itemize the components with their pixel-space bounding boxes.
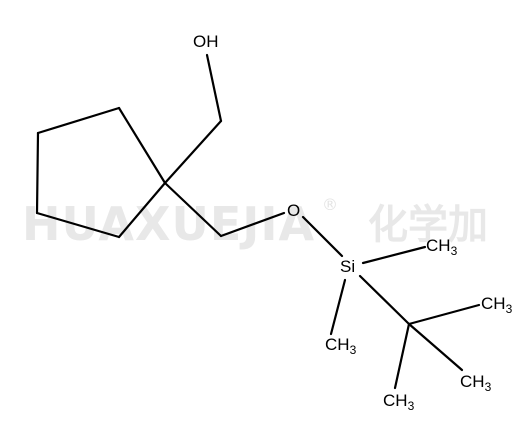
hydroxyl-label: OH <box>193 32 219 51</box>
ring-bond-4 <box>35 211 121 239</box>
bond-tbu-methyl-bottom <box>393 322 411 390</box>
ring-bond-5 <box>117 181 167 239</box>
methyl-si-bottom-label: CH3 <box>325 335 357 357</box>
methyl-tbu-bottom-label: CH3 <box>383 391 415 413</box>
bond-tbu-methyl-top <box>407 303 481 326</box>
silicon-label: Si <box>340 257 355 276</box>
bonds <box>35 53 481 390</box>
bond-ring-ch2oh <box>163 119 223 185</box>
watermark-chinese: 化学加 <box>368 202 488 248</box>
watermark-registered: ® <box>322 195 338 214</box>
ether-oxygen-label: O <box>287 201 300 220</box>
bond-si-tbu <box>358 274 411 326</box>
bond-o-si <box>301 215 344 258</box>
watermark-latin: HUAXUEJIA <box>22 197 315 251</box>
bond-ring-ch2o <box>163 181 223 238</box>
methyl-si-right-label: CH3 <box>426 236 458 258</box>
ring-bond-2 <box>36 106 121 135</box>
atom-labels: OH O Si CH3 CH3 CH3 CH3 CH3 <box>193 32 513 413</box>
bond-tbu-methyl-right <box>407 322 464 372</box>
ring-bond-1 <box>117 106 167 185</box>
bond-si-methyl-right <box>361 245 427 265</box>
ring-bond-3 <box>35 131 40 215</box>
bond-ch2-o <box>219 211 286 238</box>
bond-ch2-oh <box>205 53 223 123</box>
methyl-tbu-top-label: CH3 <box>481 294 513 316</box>
bond-si-methyl-bottom <box>329 278 347 336</box>
methyl-tbu-right-label: CH3 <box>460 372 492 394</box>
